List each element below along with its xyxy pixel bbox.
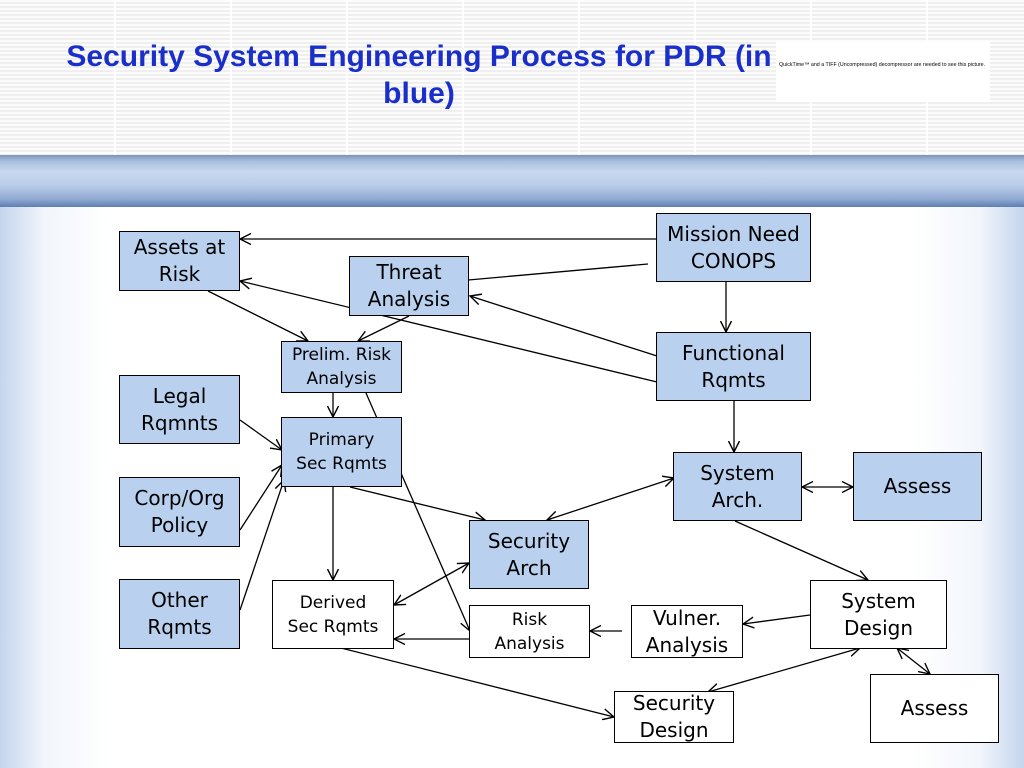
- edge-functional-to-assets: [240, 281, 658, 383]
- node-assets-at-risk: Assets at Risk: [119, 231, 240, 291]
- node-vulner-analysis: Vulner. Analysis: [631, 605, 743, 658]
- node-functional-rqmts: Functional Rqmts: [656, 332, 811, 401]
- edge-sysdesign-to-vulner: [743, 614, 811, 624]
- edge-sysdesign-assess: [897, 648, 930, 674]
- node-risk-analysis: Risk Analysis: [469, 605, 590, 658]
- edge-assets-to-prelim: [207, 290, 308, 341]
- quicktime-placeholder-text: QuickTime™ and a TIFF (Uncompressed) dec…: [779, 62, 986, 68]
- edge-legal-to-primary: [239, 419, 282, 450]
- node-derived-sec-rqmts: Derived Sec Rqmts: [272, 580, 394, 649]
- node-mission-need-conops: Mission Need CONOPS: [656, 213, 811, 282]
- node-threat-analysis: Threat Analysis: [349, 256, 469, 316]
- node-security-design: Security Design: [614, 691, 734, 743]
- node-primary-sec-rqmts: Primary Sec Rqmts: [281, 417, 402, 487]
- edge-other-to-primary: [239, 480, 284, 611]
- node-other-rqmts: Other Rqmts: [119, 579, 240, 649]
- node-security-arch: Security Arch: [469, 520, 589, 589]
- edge-functional-to-threat: [470, 296, 658, 357]
- edge-mission-to-threat: [457, 263, 649, 281]
- node-system-design: System Design: [810, 580, 947, 649]
- edge-threat-to-prelim: [358, 315, 410, 341]
- node-corp-org-policy: Corp/Org Policy: [119, 477, 240, 547]
- node-assess-arch: Assess: [853, 452, 982, 521]
- edge-primary-to-secarch: [349, 486, 485, 520]
- node-assess-design: Assess: [870, 674, 999, 743]
- quicktime-placeholder-image: QuickTime™ and a TIFF (Uncompressed) dec…: [776, 42, 990, 102]
- node-system-arch: System Arch.: [673, 452, 802, 521]
- edge-secarch-derived: [394, 563, 469, 605]
- edge-corp-to-primary: [239, 465, 282, 531]
- slide-title: Security System Engineering Process for …: [66, 40, 772, 110]
- edge-sysdesign-secdesign: [708, 648, 860, 692]
- edge-sysarch-to-sysdesign: [734, 520, 868, 580]
- node-legal-rqmnts: Legal Rqmnts: [119, 375, 240, 444]
- edge-derived-to-secdesign: [340, 647, 614, 717]
- header-band: [0, 155, 1024, 207]
- node-prelim-risk-analysis: Prelim. Risk Analysis: [281, 341, 402, 393]
- edge-sysarch-secarch: [547, 478, 674, 520]
